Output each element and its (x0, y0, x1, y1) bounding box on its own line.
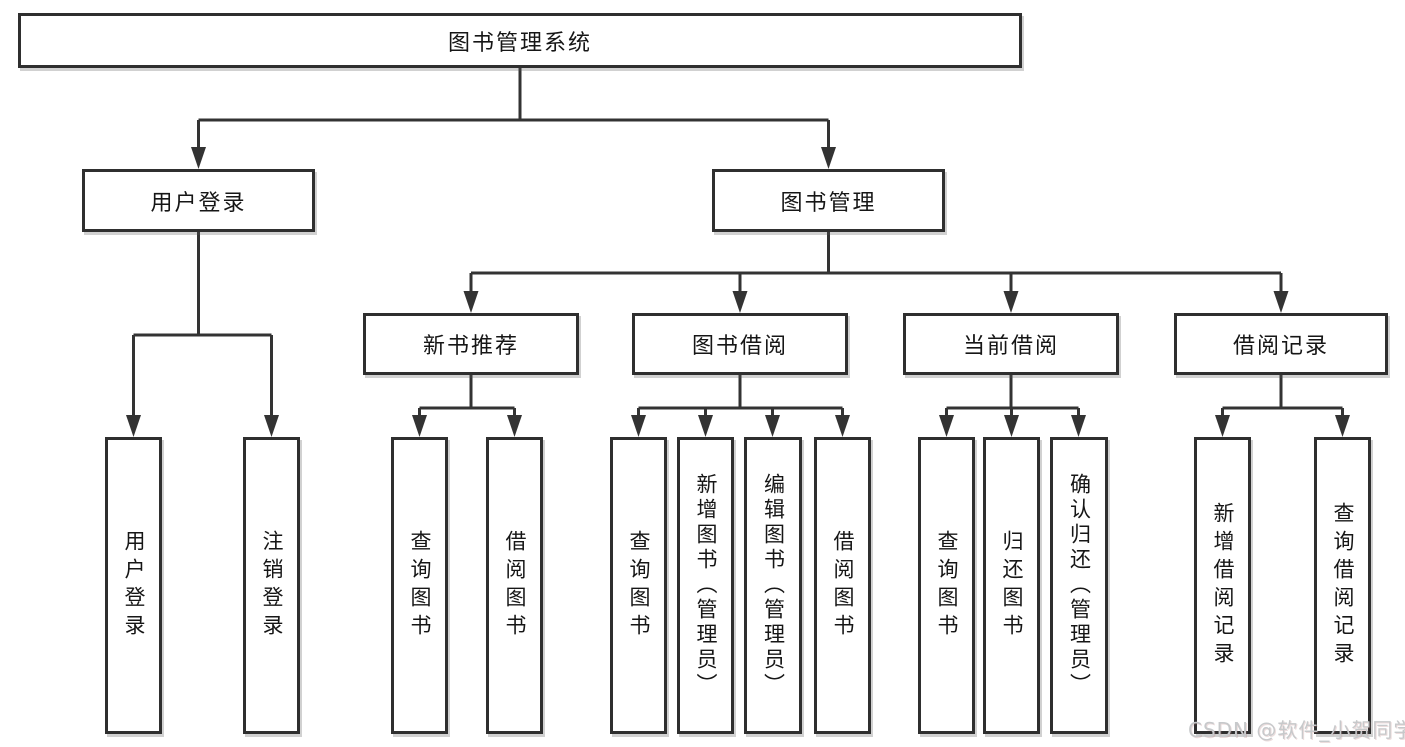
node-label: 新增借阅记录 (1211, 501, 1235, 670)
node-label: 编辑图书（管理员） (761, 473, 786, 698)
leaf-user-login: 用户登录 (105, 437, 162, 734)
leaf-recommend-borrow-books: 借阅图书 (486, 437, 543, 734)
leaf-current-return-books: 归还图书 (983, 437, 1040, 734)
node-label: 查询借阅记录 (1331, 501, 1355, 670)
leaf-borrowing-edit-books-admin: 编辑图书（管理员） (744, 437, 802, 734)
node-label: 图书管理系统 (447, 30, 592, 56)
node-label: 图书借阅 (691, 334, 788, 359)
node-label: 当前借阅 (962, 334, 1059, 359)
leaf-current-confirm-return-admin: 确认归还（管理员） (1050, 437, 1108, 734)
leaf-records-query-record: 查询借阅记录 (1314, 437, 1371, 734)
node-borrowing-records: 借阅记录 (1174, 313, 1388, 375)
node-label: 用户登录 (150, 190, 247, 216)
node-book-borrowing: 图书借阅 (632, 313, 848, 375)
node-current-borrowing: 当前借阅 (903, 313, 1119, 375)
node-label: 借阅记录 (1232, 334, 1329, 359)
node-user-login: 用户登录 (82, 169, 315, 232)
leaf-current-query-books: 查询图书 (918, 437, 975, 734)
node-label: 借阅图书 (503, 529, 527, 642)
leaf-borrowing-borrow-books: 借阅图书 (814, 437, 871, 734)
leaf-recommend-query-books: 查询图书 (391, 437, 448, 734)
node-label: 注销登录 (260, 529, 284, 642)
node-label: 用户登录 (122, 529, 146, 642)
node-label: 查询图书 (408, 529, 432, 642)
node-label: 查询图书 (627, 529, 651, 642)
leaf-borrowing-query-books: 查询图书 (610, 437, 667, 734)
node-label: 归还图书 (1000, 529, 1024, 642)
node-label: 新书推荐 (422, 334, 519, 359)
node-root: 图书管理系统 (18, 13, 1022, 68)
node-label: 借阅图书 (831, 529, 855, 642)
node-label: 确认归还（管理员） (1067, 473, 1092, 698)
leaf-records-add-record: 新增借阅记录 (1194, 437, 1251, 734)
node-label: 图书管理 (780, 190, 877, 216)
node-book-management: 图书管理 (712, 169, 945, 232)
node-new-book-recommend: 新书推荐 (363, 313, 579, 375)
leaf-borrowing-add-books-admin: 新增图书（管理员） (677, 437, 734, 734)
watermark: CSDN @软件_小贺同学 (1188, 718, 1405, 742)
node-label: 新增图书（管理员） (694, 473, 718, 698)
node-label: 查询图书 (935, 529, 959, 642)
leaf-logout: 注销登录 (243, 437, 300, 734)
